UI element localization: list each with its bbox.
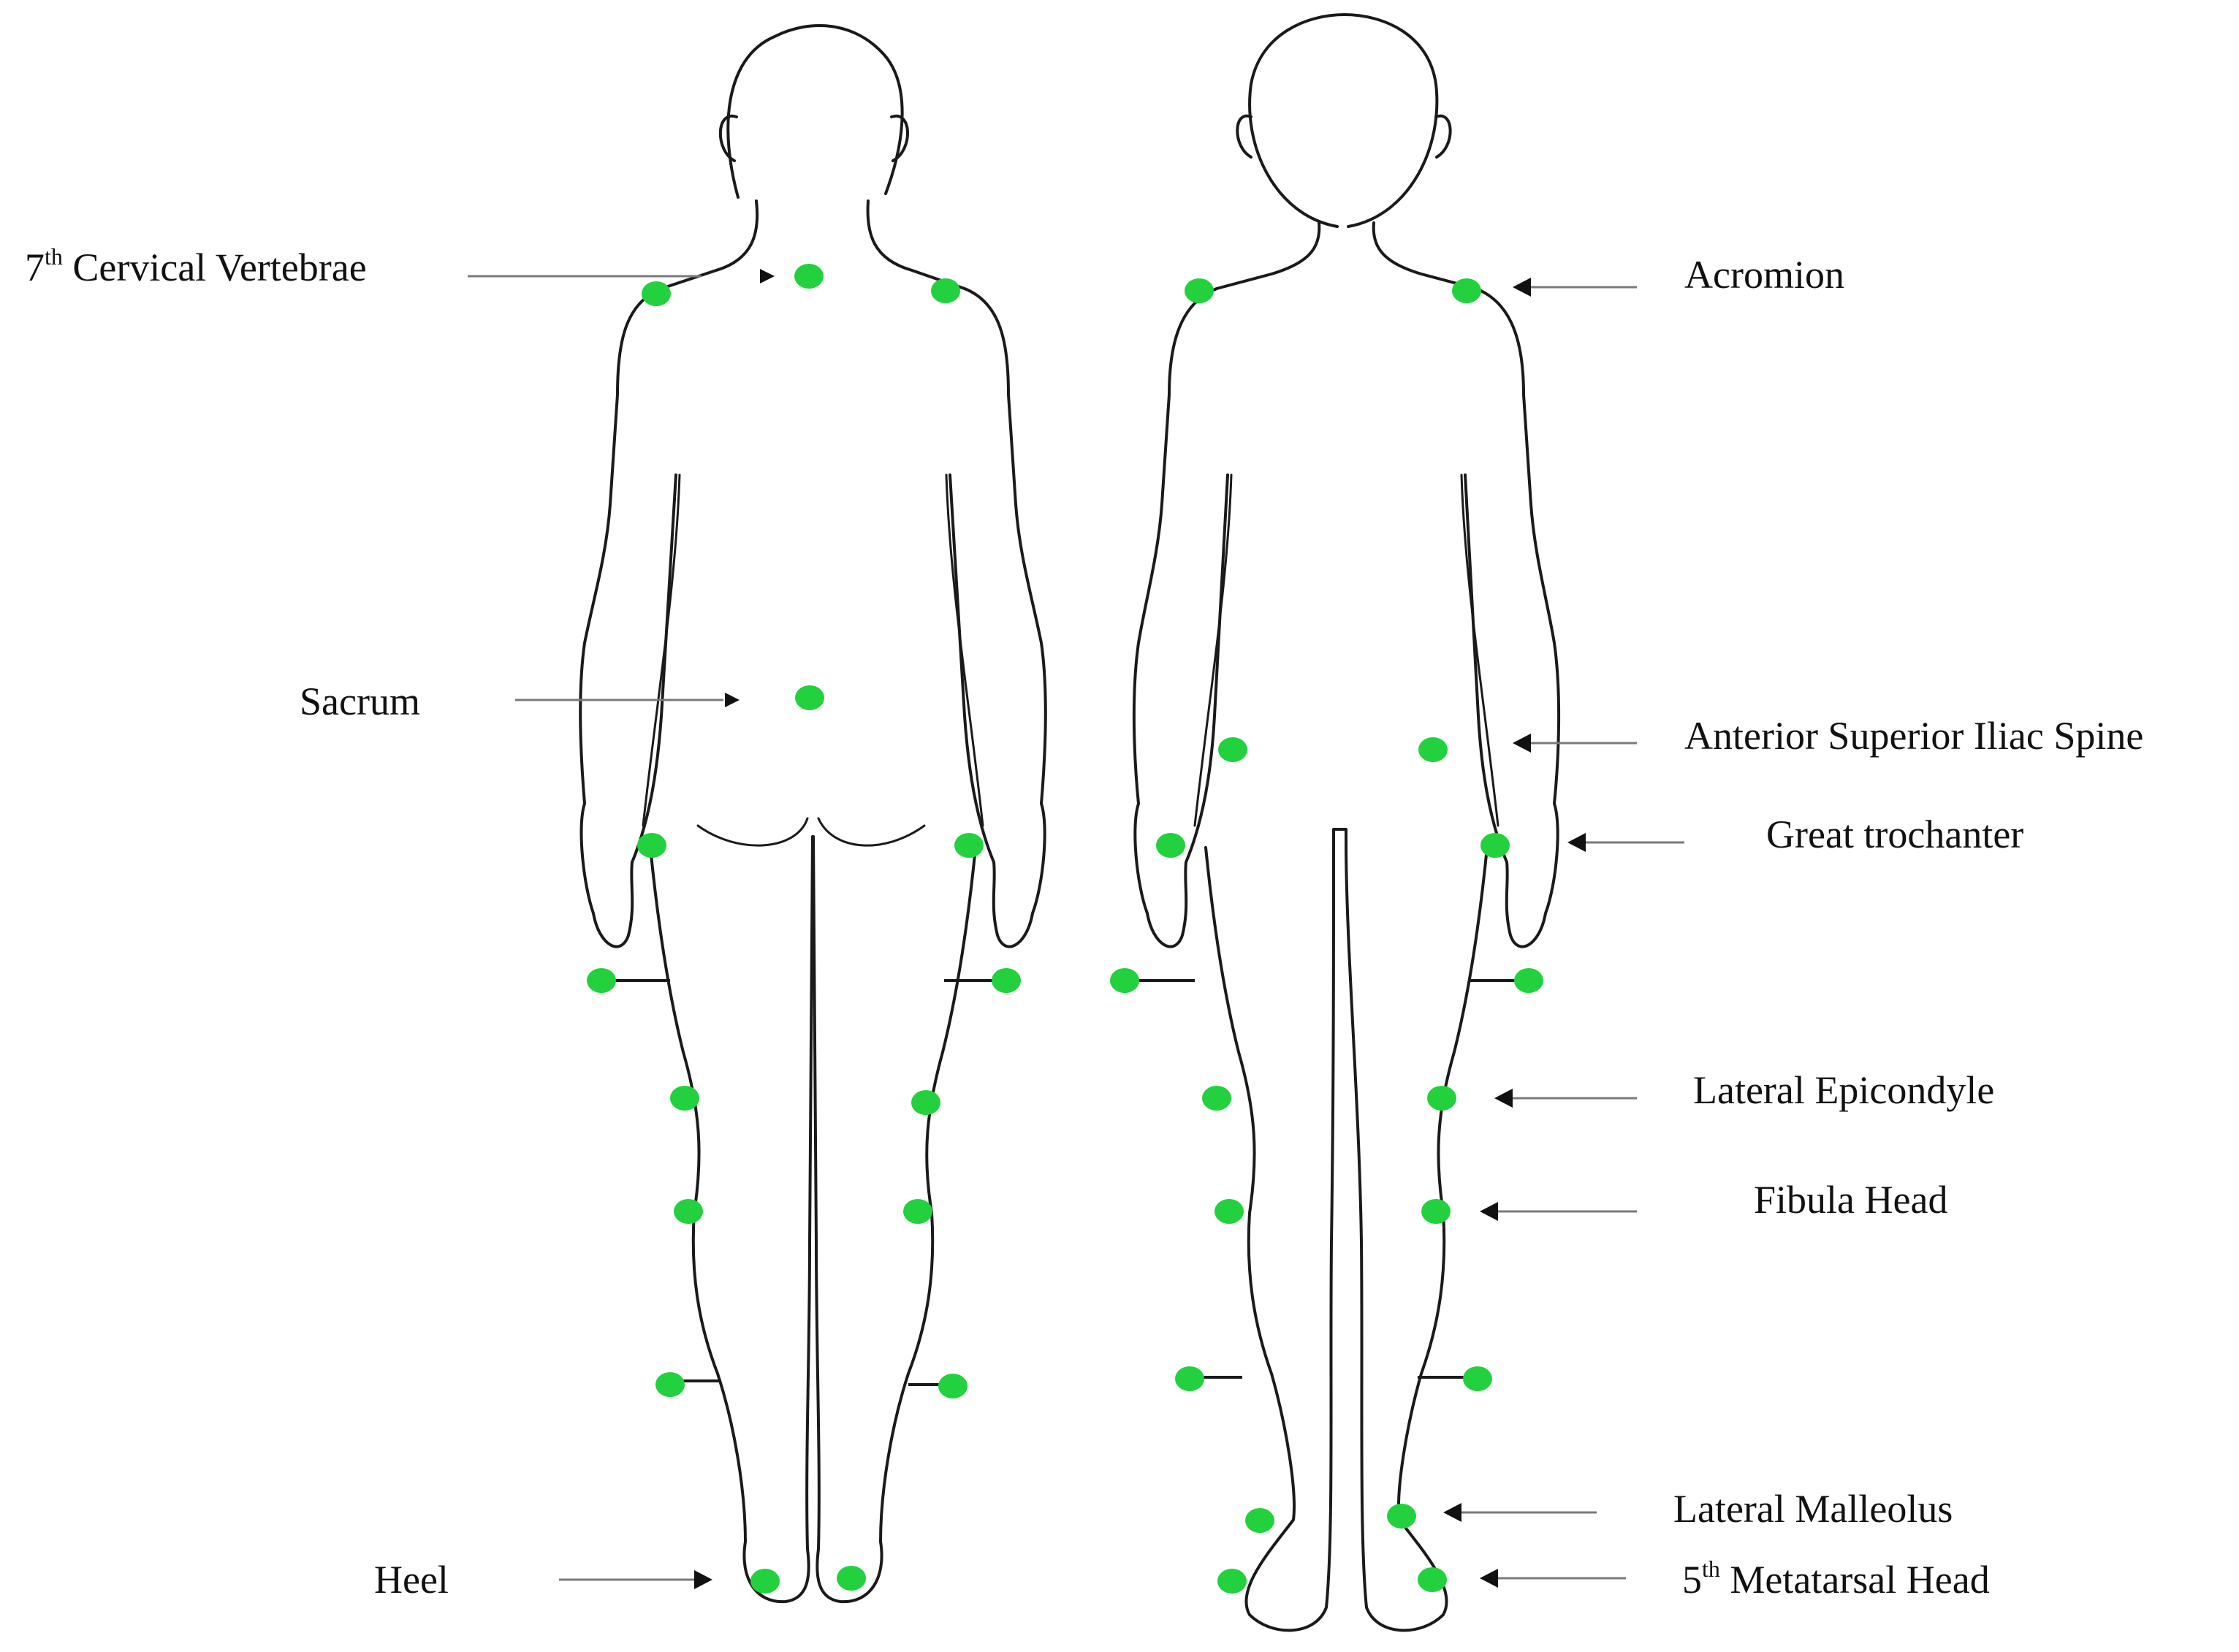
marker-front-trochanter-right	[1480, 833, 1510, 858]
marker-front-acromion-right	[1452, 278, 1481, 303]
leader-lines	[468, 269, 1684, 1589]
marker-stubs	[610, 979, 1527, 1386]
marker-back-heel-left	[750, 1569, 780, 1594]
back-left-inner-arm	[642, 473, 681, 827]
arrow-heel	[694, 1570, 712, 1589]
label-trochanter: Great trochanter	[1766, 812, 2023, 856]
label-acromion: Acromion	[1684, 253, 1844, 297]
marker-front-shank-right	[1463, 1366, 1492, 1391]
arrow-trochanter	[1567, 833, 1586, 852]
label-asis: Anterior Superior Iliac Spine	[1684, 714, 2143, 758]
marker-back-acromion-right	[931, 278, 960, 303]
marker-front-metatarsal-right	[1418, 1567, 1447, 1592]
marker-back-acromion-left	[642, 281, 671, 306]
arrow-acromion	[1513, 278, 1531, 297]
back-buttock-left	[696, 817, 809, 847]
label-metatarsal: 5th Metatarsal Head	[1682, 1556, 1990, 1602]
front-head-outline	[1248, 13, 1439, 228]
back-body-right-outline	[866, 199, 1047, 948]
marker-back-sacrum	[795, 685, 824, 710]
arrow-malleolus	[1443, 1503, 1461, 1522]
back-left-ear	[718, 114, 738, 162]
arrow-epicondyle	[1494, 1089, 1513, 1108]
back-right-ear	[890, 114, 909, 162]
marker-back-shank-left	[655, 1372, 685, 1397]
markers-front	[1110, 278, 1543, 1594]
marker-front-fibula-left	[1214, 1199, 1244, 1224]
front-left-ear	[1236, 114, 1252, 159]
marker-front-asis-right	[1418, 737, 1448, 762]
front-body-left-leg	[1204, 828, 1347, 1632]
marker-front-thigh-right	[1514, 968, 1543, 993]
arrow-sacrum	[725, 693, 740, 707]
label-epicondyle: Lateral Epicondyle	[1693, 1068, 1994, 1112]
marker-back-shank-right	[938, 1374, 968, 1398]
front-body-left-outline	[1132, 221, 1321, 948]
marker-front-trochanter-left	[1156, 833, 1185, 858]
marker-front-acromion-left	[1185, 278, 1214, 303]
back-head-outline	[726, 24, 904, 199]
marker-back-epicondyle-left	[670, 1086, 699, 1111]
arrow-cervical	[760, 269, 775, 283]
marker-back-epicondyle-right	[911, 1090, 940, 1115]
back-right-inner-arm	[945, 473, 984, 827]
back-body-left-outline	[579, 199, 759, 948]
markers-back	[587, 264, 1021, 1594]
front-left-inner-arm	[1193, 473, 1233, 827]
back-body-left-leg	[649, 835, 814, 1604]
marker-front-epicondyle-left	[1202, 1086, 1231, 1111]
marker-back-thigh-right	[992, 968, 1021, 993]
arrow-metatarsal	[1480, 1569, 1498, 1588]
marker-front-malleolus-left	[1245, 1508, 1274, 1533]
front-body-right-outline	[1372, 221, 1561, 948]
label-sacrum: Sacrum	[300, 680, 420, 723]
label-cervical: 7th Cervical Vertebrae	[25, 243, 367, 289]
marker-front-asis-left	[1218, 737, 1247, 762]
arrow-asis	[1513, 734, 1531, 753]
label-heel: Heel	[374, 1558, 449, 1602]
back-body-right-leg	[812, 835, 977, 1604]
label-fibula: Fibula Head	[1754, 1178, 1947, 1222]
arrow-fibula	[1480, 1202, 1498, 1221]
marker-back-trochanter-left	[637, 833, 666, 858]
labels: 7th Cervical Vertebrae Acromion Sacrum A…	[25, 243, 2143, 1602]
marker-front-fibula-right	[1421, 1199, 1451, 1224]
marker-front-malleolus-right	[1387, 1504, 1416, 1529]
front-right-ear	[1434, 114, 1452, 159]
marker-front-thigh-left	[1110, 968, 1139, 993]
marker-front-shank-left	[1175, 1366, 1204, 1391]
marker-front-epicondyle-right	[1427, 1086, 1456, 1111]
back-buttock-right	[817, 817, 926, 847]
marker-front-metatarsal-left	[1217, 1569, 1247, 1594]
marker-back-fibula-left	[674, 1199, 703, 1224]
marker-back-heel-right	[837, 1566, 866, 1591]
marker-back-trochanter-right	[954, 833, 984, 858]
front-right-inner-arm	[1460, 473, 1499, 827]
back-view-figure	[579, 24, 1047, 1604]
label-malleolus: Lateral Malleolus	[1673, 1487, 1953, 1531]
marker-back-thigh-left	[587, 968, 616, 993]
marker-back-fibula-right	[903, 1199, 932, 1224]
marker-back-c7	[794, 264, 824, 289]
